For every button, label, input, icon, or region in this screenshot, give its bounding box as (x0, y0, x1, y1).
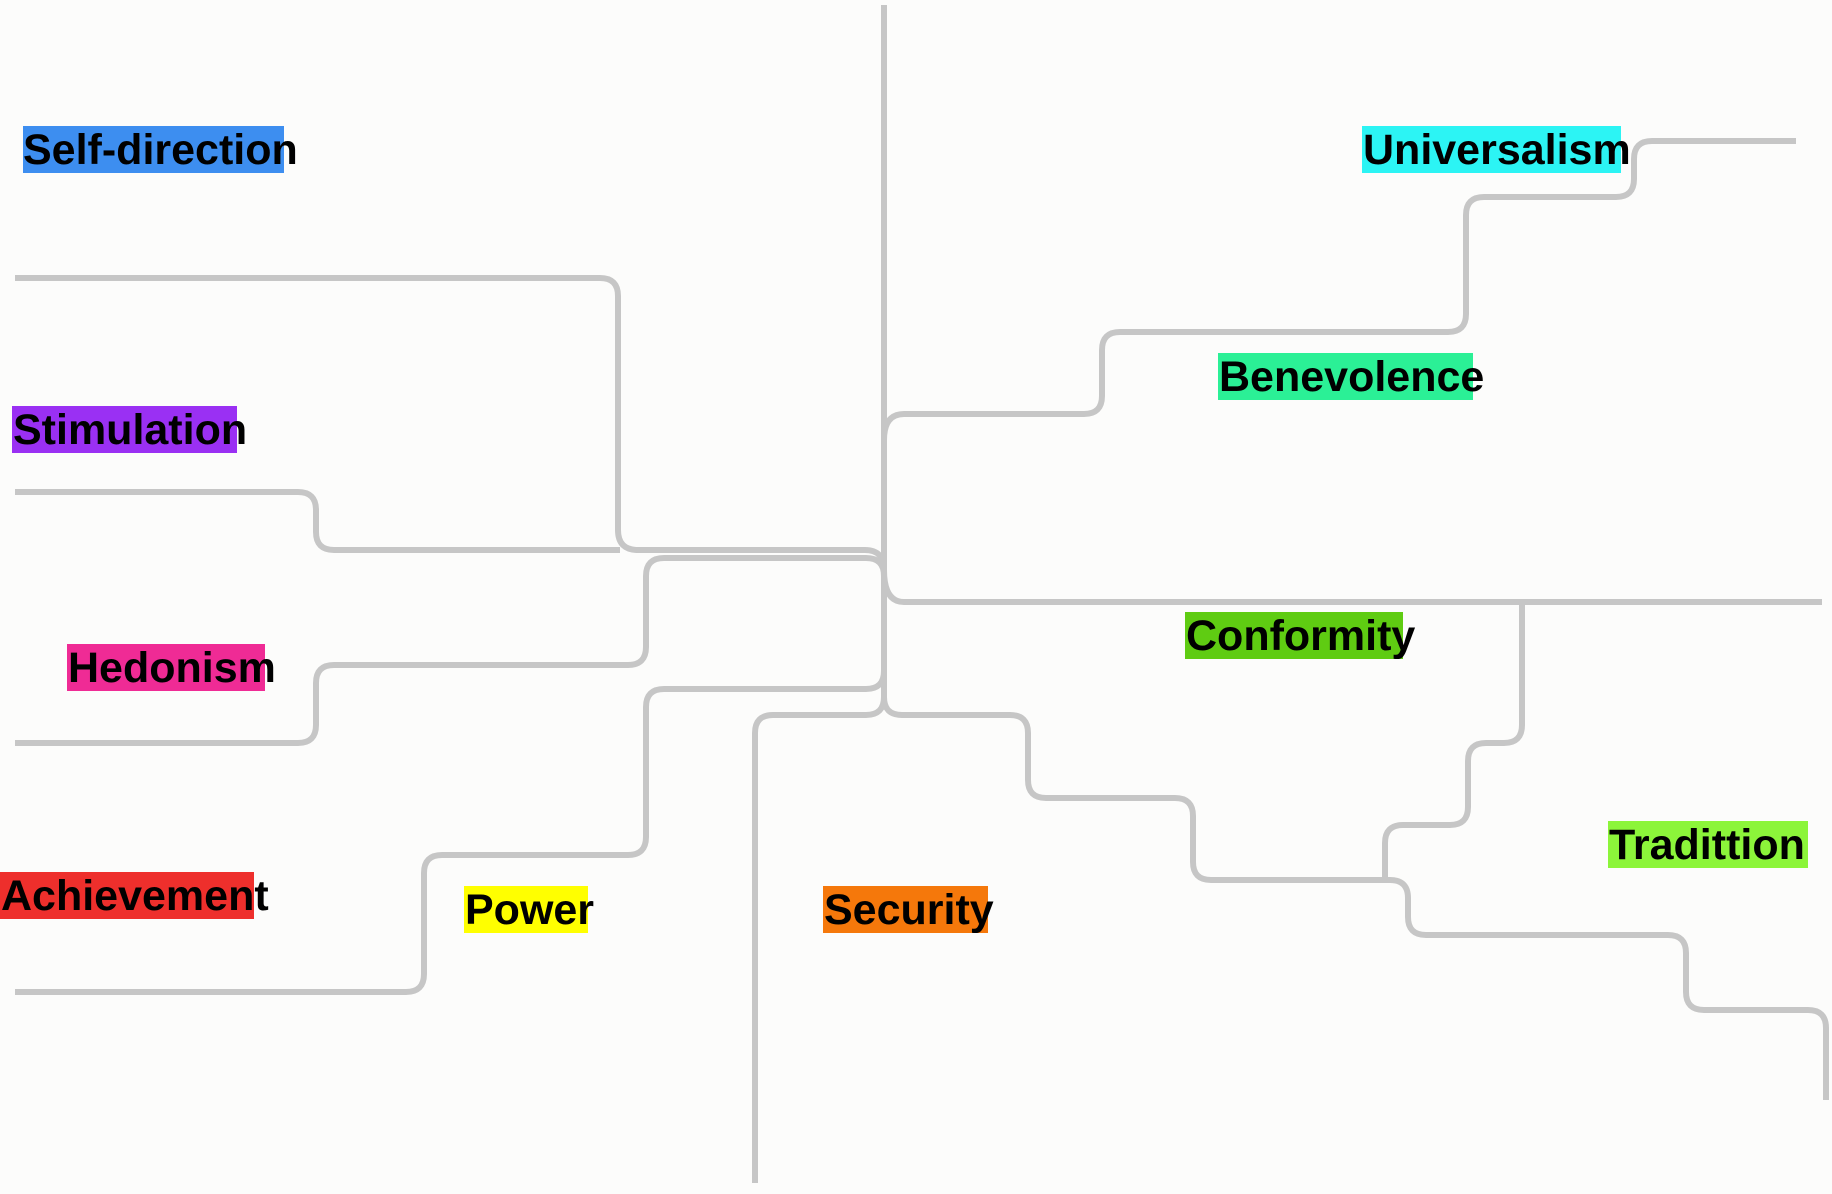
branch-self-direction (15, 275, 887, 571)
label-power-text: Power (465, 886, 594, 934)
label-conformity-text: Conformity (1186, 612, 1415, 660)
label-power-bg (464, 886, 588, 933)
branch-conformity-tradition (881, 696, 1829, 1100)
label-tradition: Tradittion (1608, 821, 1808, 869)
label-self-direction: Self-direction (23, 126, 298, 174)
label-security-bg (823, 886, 988, 933)
label-universalism-text: Universalism (1363, 126, 1631, 174)
label-benevolence: Benevolence (1218, 353, 1484, 401)
branch-conformity-link (1382, 602, 1525, 880)
label-tradition-bg (1608, 821, 1808, 868)
label-tradition-text: Tradittion (1609, 821, 1805, 869)
label-conformity: Conformity (1185, 612, 1415, 660)
label-achievement-bg (0, 872, 254, 919)
label-power: Power (464, 886, 594, 934)
label-achievement: Achievement (0, 872, 269, 920)
label-hedonism-bg (67, 644, 265, 691)
label-benevolence-bg (1218, 353, 1473, 400)
branch-security (752, 696, 887, 1183)
label-stimulation: Stimulation (12, 406, 247, 454)
label-hedonism-text: Hedonism (68, 644, 276, 692)
label-achievement-text: Achievement (1, 872, 269, 920)
connector-lines (15, 5, 1829, 1183)
branch-horizontal-right (881, 569, 1822, 605)
branch-achievement-power (15, 670, 887, 995)
branch-benevolence-universalism (881, 138, 1796, 441)
label-security-text: Security (824, 886, 994, 934)
branch-hedonism (15, 555, 887, 746)
label-stimulation-bg (12, 406, 237, 453)
label-universalism-bg (1362, 126, 1621, 173)
label-security: Security (823, 886, 994, 934)
label-self-direction-text: Self-direction (23, 126, 298, 174)
label-conformity-bg (1185, 612, 1403, 659)
label-stimulation-text: Stimulation (13, 406, 247, 454)
label-self-direction-bg (23, 126, 284, 173)
branch-stimulation (15, 489, 620, 553)
label-hedonism: Hedonism (67, 644, 276, 692)
label-benevolence-text: Benevolence (1219, 353, 1484, 401)
label-universalism: Universalism (1362, 126, 1631, 174)
